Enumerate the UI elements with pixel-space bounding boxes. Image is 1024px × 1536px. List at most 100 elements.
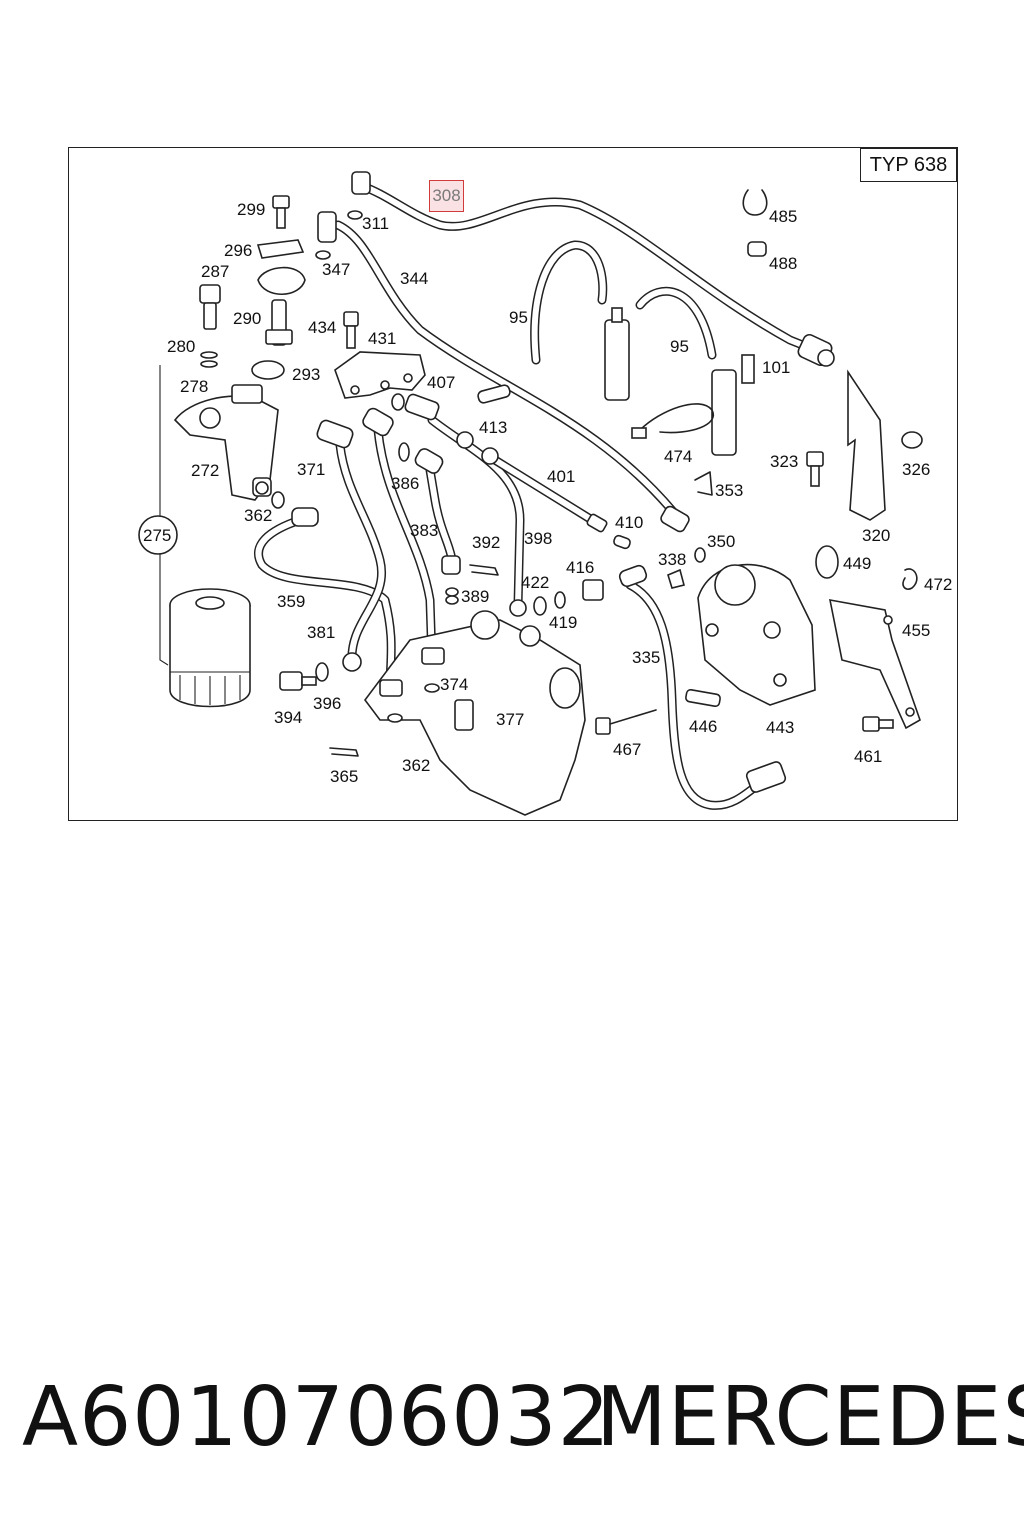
callout-347: 347 — [322, 260, 350, 279]
bolt-461 — [862, 716, 894, 732]
bracket-431 — [334, 351, 426, 399]
fitting-407 — [391, 393, 440, 421]
connector-101 — [797, 333, 835, 367]
callout-474: 474 — [664, 447, 692, 466]
callout-344: 344 — [400, 269, 428, 288]
callout-422: 422 — [521, 573, 549, 592]
callout-labels: 299 296 287 290 280 278 272 362 275 311 … — [143, 200, 952, 786]
fuel-line-335 — [625, 580, 765, 810]
clamp-488 — [747, 241, 767, 257]
sleeve-446 — [685, 688, 721, 708]
callout-365: 365 — [330, 767, 358, 786]
bolt-287 — [199, 284, 221, 330]
callout-335: 335 — [632, 648, 660, 667]
callout-287: 287 — [201, 262, 229, 281]
bracket-296 — [256, 239, 305, 259]
callout-293: 293 — [292, 365, 320, 384]
hose-95-left — [530, 240, 608, 365]
injection-pump — [255, 481, 586, 816]
seal-350 — [694, 547, 706, 563]
callout-401: 401 — [547, 467, 575, 486]
rod-401 — [490, 455, 605, 530]
callout-362-lower: 362 — [402, 756, 430, 775]
fuel-line-308 — [357, 181, 820, 355]
fuel-line-398 — [427, 415, 525, 610]
connector-335-end — [745, 761, 787, 793]
callout-407: 407 — [427, 373, 455, 392]
pump-housing-443 — [697, 563, 816, 706]
callout-443: 443 — [766, 718, 794, 737]
callout-95-right: 95 — [670, 337, 689, 356]
callout-320: 320 — [862, 526, 890, 545]
bracket-line-275 — [159, 365, 169, 666]
callout-359: 359 — [277, 592, 305, 611]
fuel-line-389 — [425, 465, 457, 565]
clip-353 — [694, 471, 713, 496]
callout-467: 467 — [613, 740, 641, 759]
callout-434: 434 — [308, 318, 336, 337]
clip-413 — [456, 431, 474, 449]
caption: A6010706032 MERCEDES — [0, 1370, 1024, 1470]
callout-299: 299 — [237, 200, 265, 219]
callout-371: 371 — [297, 460, 325, 479]
bracket-455 — [828, 599, 921, 730]
callout-296: 296 — [224, 241, 252, 260]
callout-362-upper: 362 — [244, 506, 272, 525]
screw-434 — [343, 311, 359, 349]
washer-422 — [533, 596, 547, 616]
callout-275: 275 — [143, 526, 171, 545]
callout-392: 392 — [472, 533, 500, 552]
sleeve-410 — [613, 534, 631, 550]
callout-290: 290 — [233, 309, 261, 328]
valve-left — [604, 307, 630, 401]
callout-413: 413 — [479, 418, 507, 437]
banjo-fitting-347 — [315, 211, 337, 260]
fitting-382 — [414, 448, 444, 474]
callout-353: 353 — [715, 481, 743, 500]
callout-419: 419 — [549, 613, 577, 632]
nut-416 — [582, 579, 604, 601]
hose-95-right — [635, 286, 717, 360]
callout-461: 461 — [854, 747, 882, 766]
callout-383: 383 — [410, 521, 438, 540]
brand-name: MERCEDES — [596, 1370, 1024, 1465]
callout-455: 455 — [902, 621, 930, 640]
washer-396 — [315, 662, 329, 682]
valve-right — [711, 354, 755, 456]
callout-272: 272 — [191, 461, 219, 480]
screw-467 — [595, 709, 657, 735]
seal-ring-449 — [815, 545, 839, 579]
filter-head-290 — [257, 266, 306, 346]
fuel-filter-275 — [169, 588, 251, 708]
diagram-frame — [68, 147, 958, 821]
seal-ring-280 — [200, 351, 218, 368]
highlighted-part-box[interactable] — [429, 180, 464, 212]
part-number: A6010706032 — [22, 1370, 611, 1465]
clip-392 — [469, 564, 499, 576]
callout-338: 338 — [658, 550, 686, 569]
cable-tie-474 — [631, 403, 715, 439]
fitting-335-start — [618, 564, 648, 588]
banjo-fitting-311 — [347, 171, 371, 220]
seal-386 — [398, 442, 410, 462]
fuel-line-344 — [333, 220, 685, 525]
bolt-394 — [279, 671, 317, 691]
callout-416: 416 — [566, 558, 594, 577]
callout-410: 410 — [615, 513, 643, 532]
seal-ring-293 — [251, 360, 285, 380]
callout-circle-275 — [138, 515, 178, 555]
callout-389: 389 — [461, 587, 489, 606]
callout-326: 326 — [902, 460, 930, 479]
fitting-383 — [362, 407, 394, 437]
bracket-320 — [847, 369, 886, 521]
callout-485: 485 — [769, 207, 797, 226]
callout-381: 381 — [307, 623, 335, 642]
screw-299 — [272, 195, 290, 229]
callout-101: 101 — [762, 358, 790, 377]
fitting-371 — [316, 419, 354, 449]
model-type-label: TYP 638 — [860, 148, 957, 182]
clip-365 — [329, 747, 359, 757]
callout-377: 377 — [496, 710, 524, 729]
filter-housing-272 — [173, 384, 279, 501]
